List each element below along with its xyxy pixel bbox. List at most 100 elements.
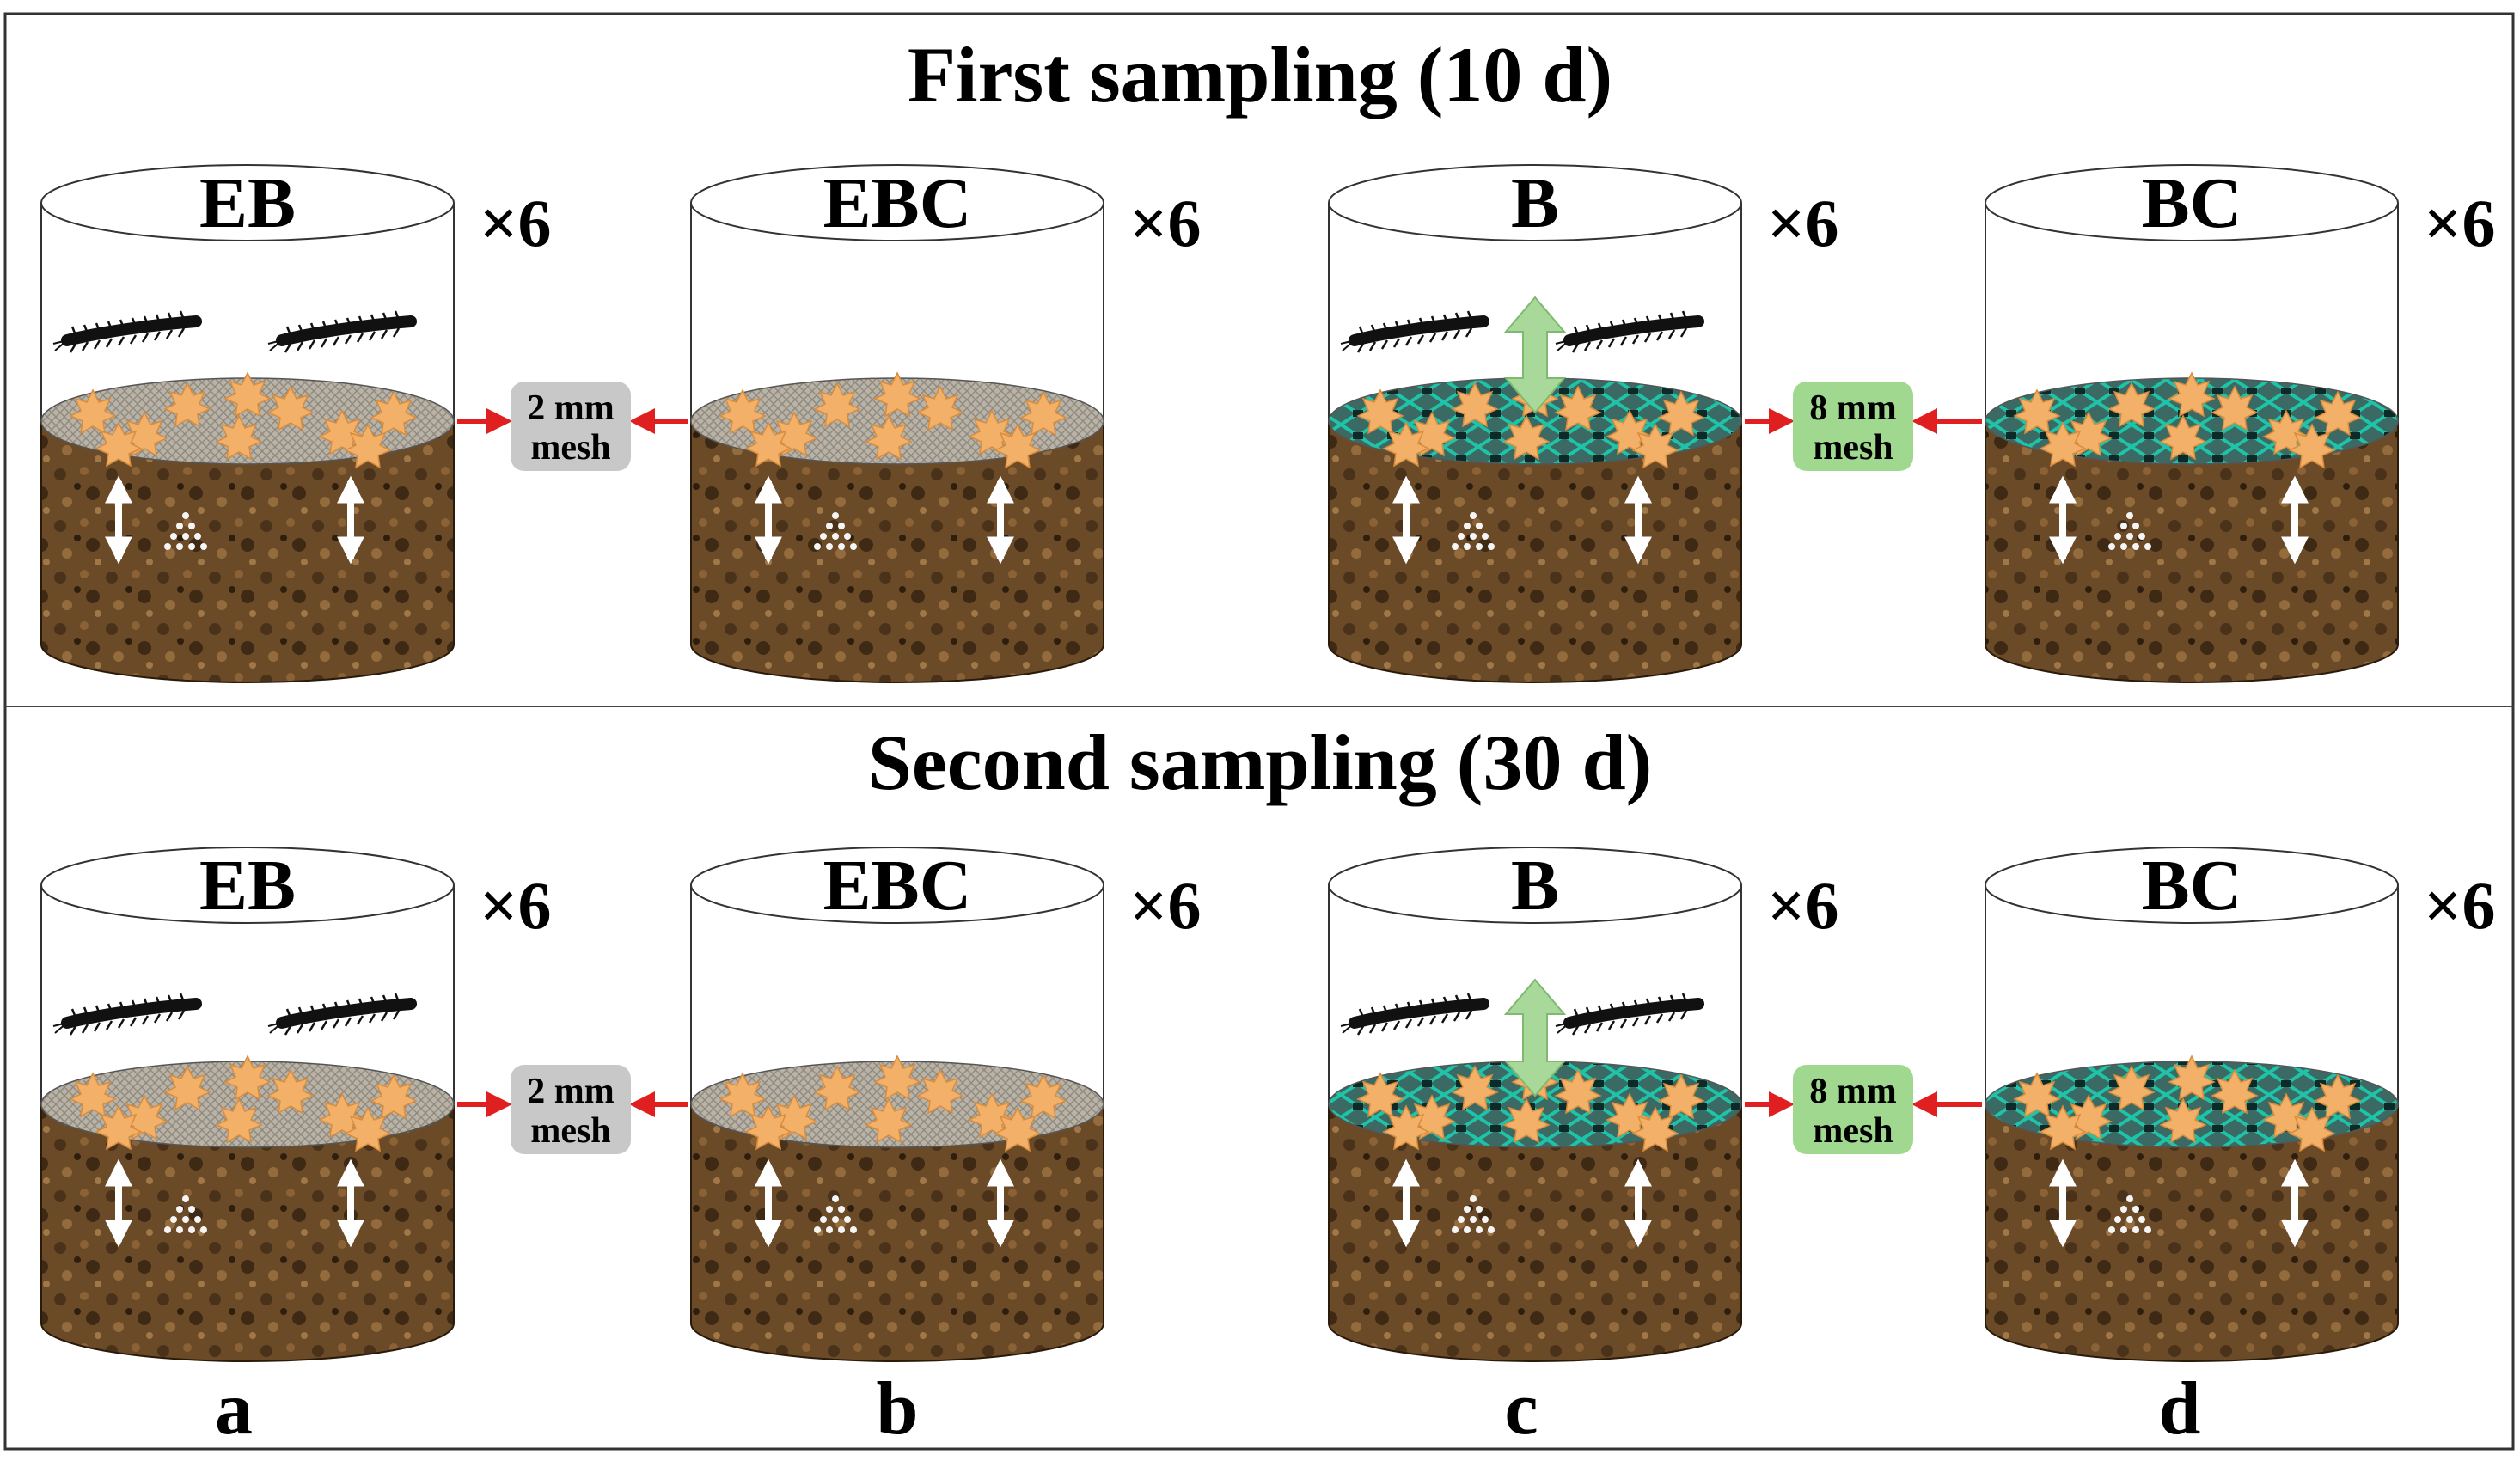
soil-bead [182, 533, 189, 540]
soil-bead [1476, 1206, 1483, 1213]
millipede [1341, 311, 1483, 352]
container-wall [1985, 203, 2399, 421]
microcosm-b: B ×6 [1328, 163, 1838, 683]
soil-bead [844, 1216, 851, 1223]
soil-bead [176, 543, 183, 550]
soil-bead [2126, 512, 2133, 519]
soil-bead [2138, 1216, 2145, 1223]
replicate-label: ×6 [2424, 868, 2495, 943]
millipede [1556, 311, 1698, 352]
container-wall [40, 885, 455, 1104]
mesh-tag-box [1793, 382, 1913, 471]
soil-bead [1482, 1216, 1489, 1223]
soil-bead [2132, 1206, 2139, 1213]
soil-bead [2114, 533, 2121, 540]
soil-bead [844, 533, 851, 540]
soil-bead [1476, 523, 1483, 529]
soil-bead [1470, 512, 1477, 519]
row-title: Second sampling (30 d) [868, 718, 1653, 806]
soil-bead [1464, 1226, 1471, 1233]
soil-bead [832, 1195, 839, 1202]
row-title: First sampling (10 d) [908, 31, 1612, 119]
microcosm-bc: BC×6 [1985, 163, 2495, 683]
soil-bead [188, 1206, 195, 1213]
soil-bead [1470, 533, 1477, 540]
soil-bead [2120, 543, 2127, 550]
soil-bead [194, 1216, 201, 1223]
soil-bead [2138, 533, 2145, 540]
soil-bead [1452, 1226, 1459, 1233]
soil-bead [826, 1226, 833, 1233]
soil-bead [2132, 523, 2139, 529]
soil-bead [2132, 1226, 2139, 1233]
soil-bead [2126, 1195, 2133, 1202]
mesh-word-text: mesh [530, 428, 610, 468]
container-wall [40, 203, 455, 421]
soil-bead [820, 533, 827, 540]
soil-bead [1464, 523, 1471, 529]
mesh-tag-box [1793, 1065, 1913, 1154]
mesh-tag-box [511, 1065, 631, 1154]
soil-bead [1452, 543, 1459, 550]
microcosm-ebc: EBC ×6 [690, 163, 1201, 683]
soil-bead [2144, 543, 2151, 550]
soil-bead [2144, 1226, 2151, 1233]
millipede [1341, 993, 1483, 1035]
millipede [268, 311, 411, 352]
microcosm-bc: BC ×6 [1985, 846, 2495, 1362]
soil-bead [182, 512, 189, 519]
mesh-size-text: 2 mm [527, 388, 614, 428]
replicate-label: ×6 [1129, 186, 1201, 260]
container-wall [1328, 885, 1742, 1104]
soil-bead [826, 543, 833, 550]
soil-bead [200, 543, 207, 550]
column-letter-b: b [877, 1367, 919, 1451]
column-letter-c: c [1504, 1367, 1538, 1451]
replicate-label: ×6 [1129, 868, 1201, 943]
replicate-label: ×6 [1767, 868, 1838, 943]
soil-bead [838, 1226, 845, 1233]
container-top [690, 164, 1104, 241]
soil-bead [1482, 533, 1489, 540]
replicate-label: ×6 [1767, 186, 1838, 260]
treatment-label: BC [2142, 846, 2242, 926]
soil-bead [164, 1226, 171, 1233]
soil-bead [170, 1216, 177, 1223]
soil-bead [2120, 1226, 2127, 1233]
sampling-row-2: Second sampling (30 d) EB×6 EBC ×6 B ×6 BC ×6 2 … [40, 718, 2495, 1362]
soil-bead [838, 523, 845, 529]
millipede [53, 311, 196, 352]
container-top [1985, 847, 2399, 924]
figure-frame [3, 12, 2515, 1451]
treatment-label: B [1511, 846, 1559, 926]
soil-bead [182, 1195, 189, 1202]
treatment-label: EB [199, 846, 296, 926]
mesh-size-text: 2 mm [527, 1072, 614, 1111]
container-wall [1985, 885, 2399, 1104]
soil-bead [838, 543, 845, 550]
treatment-label: EBC [823, 163, 972, 243]
soil-bead [188, 1226, 195, 1233]
treatment-label: B [1511, 163, 1559, 243]
soil-bead [1476, 543, 1483, 550]
mesh-size-text: 8 mm [1809, 388, 1896, 428]
soil-bead [2108, 543, 2115, 550]
mesh-tag-box [511, 382, 631, 471]
soil-bead [1470, 1195, 1477, 1202]
soil-bead [182, 1216, 189, 1223]
mesh-word-text: mesh [530, 1111, 610, 1151]
column-letter-a: a [215, 1367, 253, 1451]
soil-bead [826, 1206, 833, 1213]
soil-bead [2132, 543, 2139, 550]
replicate-label: ×6 [2424, 186, 2495, 260]
soil-bead [1476, 1226, 1483, 1233]
soil-bead [1458, 533, 1465, 540]
microcosm-eb: EB×6 [40, 846, 551, 1362]
soil-bead [832, 533, 839, 540]
treatment-label: EBC [823, 846, 972, 926]
soil-bead [838, 1206, 845, 1213]
soil-bead [188, 543, 195, 550]
